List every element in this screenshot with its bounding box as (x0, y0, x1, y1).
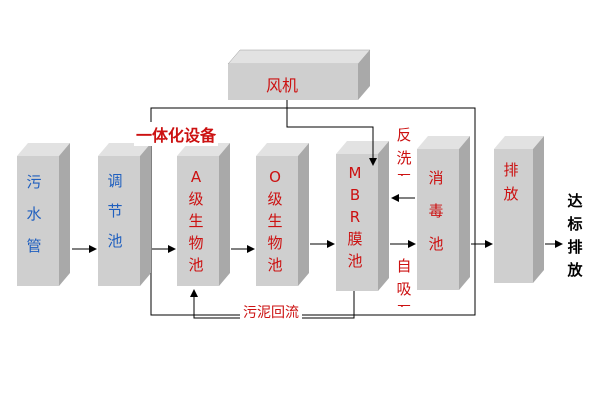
discharge-label: 排放 (503, 161, 519, 203)
fan-label: 风机 (266, 76, 299, 95)
self-priming-pump-label: 自吸泵 (396, 257, 412, 307)
regulating-tank-label: 调节池 (107, 172, 123, 250)
sewage-pipe-label: 污水管 (26, 173, 42, 255)
mbr-tank-label: MBR膜池 (347, 164, 363, 270)
fan-box (227, 49, 371, 100)
meets-standard-discharge-label: 达标排放 (567, 192, 583, 279)
backwash-pump-label: 反洗泵 (396, 126, 412, 176)
o-tank-label: O级生物池 (267, 168, 283, 274)
a-tank-box (177, 143, 230, 286)
disinfection-tank-label: 消毒池 (428, 169, 444, 253)
a-tank-label: A级生物池 (188, 168, 204, 274)
o-tank-box (256, 143, 309, 286)
mbr-tank-box (336, 141, 389, 291)
disinfection-tank-box (417, 136, 470, 290)
sludge-return-label: 污泥回流 (240, 302, 302, 322)
air-line (286, 100, 377, 166)
discharge-box (494, 136, 544, 283)
integrated-equipment-label: 一体化设备 (134, 122, 219, 146)
regulating-tank-box (98, 143, 151, 286)
sewage-pipe-box (17, 143, 70, 286)
